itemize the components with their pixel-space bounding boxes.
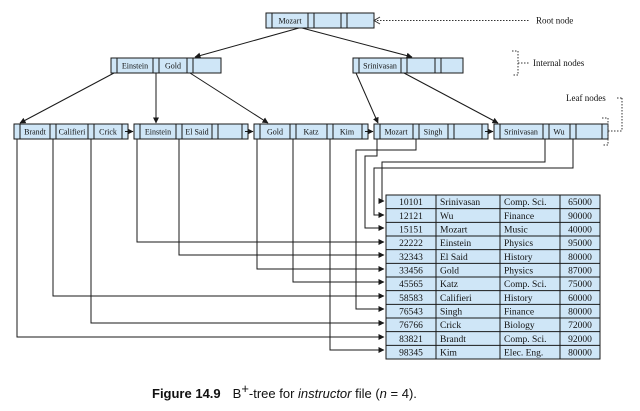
figure-caption: Figure 14.9 B+-tree for instructor file … xyxy=(152,381,417,402)
table-cell: Einstein xyxy=(440,239,471,249)
table-cell: 80000 xyxy=(568,308,592,318)
table-cell: 75000 xyxy=(568,280,592,290)
table-cell: History xyxy=(504,294,533,304)
leaf-key: Singh xyxy=(424,128,443,137)
root-key: Mozart xyxy=(278,17,302,26)
internal-node-1: Einstein Gold xyxy=(110,57,222,74)
leaf-node-4: Mozart Singh xyxy=(373,123,489,140)
table-cell: Gold xyxy=(440,267,459,277)
table-row: 10101 Srinivasan Comp. Sci. 65000 xyxy=(399,198,592,208)
table-cell: 40000 xyxy=(568,226,592,236)
internal-key: Gold xyxy=(165,62,181,71)
table-cell: Brandt xyxy=(440,335,466,345)
table-cell: 60000 xyxy=(568,294,592,304)
leaf-key: Srinivasan xyxy=(504,128,538,137)
table-cell: 92000 xyxy=(568,335,592,345)
table-cell: Biology xyxy=(504,321,535,331)
table-cell: 76766 xyxy=(399,321,423,331)
table-cell: Physics xyxy=(504,267,533,277)
table-cell: 80000 xyxy=(568,253,592,263)
leaf-key: Wu xyxy=(553,128,564,137)
table-cell: 58583 xyxy=(399,294,423,304)
table-cell: Singh xyxy=(440,308,462,318)
table-cell: Comp. Sci. xyxy=(504,335,547,345)
leaf-key: Brandt xyxy=(24,128,47,137)
table-row: 32343 El Said History 80000 xyxy=(399,253,592,263)
root-node: Mozart xyxy=(265,12,375,29)
table-cell: 22222 xyxy=(399,239,423,249)
table-row: 45565 Katz Comp. Sci. 75000 xyxy=(399,280,592,290)
table-cell: Kim xyxy=(440,349,458,359)
table-cell: Elec. Eng. xyxy=(504,349,543,359)
table-cell: Comp. Sci. xyxy=(504,280,547,290)
table-cell: 65000 xyxy=(568,198,592,208)
table-cell: 83821 xyxy=(399,335,423,345)
table-cell: 87000 xyxy=(568,267,592,277)
table-cell: History xyxy=(504,253,533,263)
table-cell: 72000 xyxy=(568,321,592,331)
table-row: 33456 Gold Physics 87000 xyxy=(399,267,592,277)
table-cell: Srinivasan xyxy=(440,198,480,208)
table-cell: Music xyxy=(504,226,528,236)
table-cell: 32343 xyxy=(399,253,423,263)
internal-bracket xyxy=(512,50,519,76)
table-cell: Comp. Sci. xyxy=(504,198,547,208)
table-cell: 95000 xyxy=(568,239,592,249)
table-cell: 80000 xyxy=(568,349,592,359)
table-row: 98345 Kim Elec. Eng. 80000 xyxy=(399,349,592,359)
table-cell: 12121 xyxy=(399,212,423,222)
internal-node-2: Srinivasan xyxy=(352,57,464,74)
leaf-key: Crick xyxy=(99,128,117,137)
table-cell: Crick xyxy=(440,321,461,331)
table-cell: 45565 xyxy=(399,280,423,290)
leaf-node-1: Brandt Califieri Crick xyxy=(13,123,129,140)
table-row: 76543 Singh Finance 80000 xyxy=(399,308,592,318)
table-cell: Mozart xyxy=(440,226,468,236)
table-cell: Califieri xyxy=(440,293,472,304)
root-node-label: Root node xyxy=(536,16,573,26)
leaf-key: Katz xyxy=(303,128,319,137)
leaf-key: Kim xyxy=(340,128,355,137)
table-row: 22222 Einstein Physics 95000 xyxy=(399,239,592,249)
table-row: 12121 Wu Finance 90000 xyxy=(399,212,592,222)
leaf-node-3: Gold Katz Kim xyxy=(253,123,369,140)
internal-nodes-label: Internal nodes xyxy=(533,58,585,68)
internal-key: Einstein xyxy=(122,62,148,71)
table-cell: Wu xyxy=(440,212,454,222)
table-cell: Katz xyxy=(440,280,458,290)
table-cell: El Said xyxy=(440,253,468,263)
leaf-key: Einstein xyxy=(145,128,171,137)
leaf-nodes-label: Leaf nodes xyxy=(566,93,606,103)
table-cell: 10101 xyxy=(399,198,423,208)
table-cell: 76543 xyxy=(399,308,423,318)
leaf-node-2: Einstein El Said xyxy=(133,123,249,140)
caption-figure-number: Figure 14.9 xyxy=(152,386,221,401)
table-cell: Finance xyxy=(504,308,534,318)
table-row: 15151 Mozart Music 40000 xyxy=(399,226,592,236)
table-cell: Finance xyxy=(504,212,534,222)
leaf-key: Gold xyxy=(267,128,283,137)
table-cell: 90000 xyxy=(568,212,592,222)
internal-key: Srinivasan xyxy=(363,62,397,71)
table-cell: 15151 xyxy=(399,226,423,236)
table-row: 83821 Brandt Comp. Sci. 92000 xyxy=(399,335,592,345)
svg-text:Figure 14.9 B+-tree for: Figure 14.9 B+-tree for instructor file … xyxy=(152,381,417,402)
leaf-key: Mozart xyxy=(384,128,408,137)
leaf-key: Califieri xyxy=(59,128,86,137)
record-pointers xyxy=(16,139,574,353)
table-cell: Physics xyxy=(504,239,533,249)
table-row: 58583 Califieri History 60000 xyxy=(399,293,592,304)
table-cell: 98345 xyxy=(399,349,423,359)
leaf-node-5: Srinivasan Wu xyxy=(493,123,609,140)
table-row: 76766 Crick Biology 72000 xyxy=(399,321,592,331)
leaf-key: El Said xyxy=(185,128,208,137)
table-cell: 33456 xyxy=(399,267,423,277)
